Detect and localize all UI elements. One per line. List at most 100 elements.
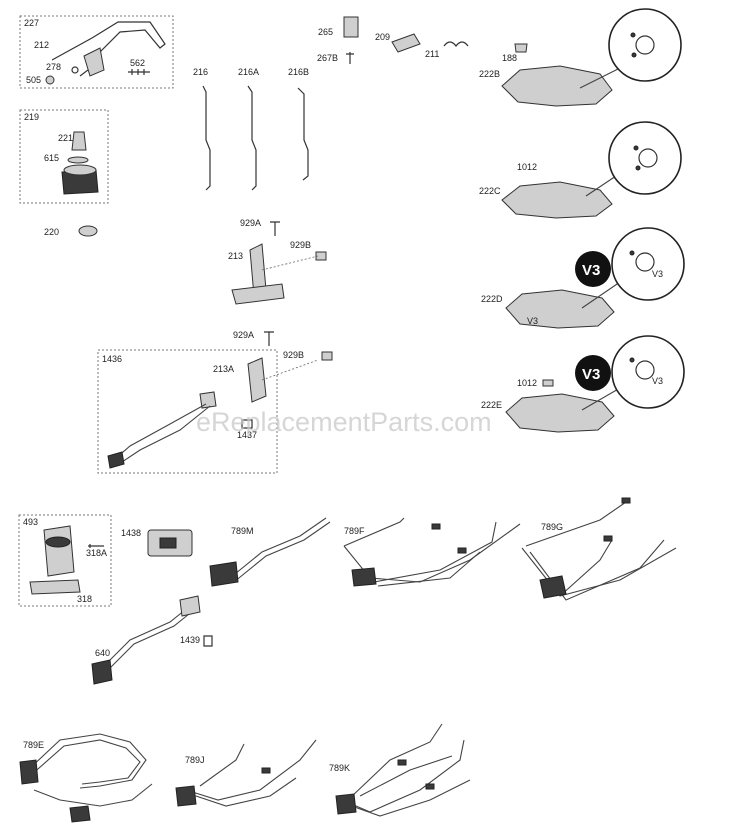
label-789m: 789M	[231, 526, 254, 536]
label-216b: 216B	[288, 67, 309, 77]
detail-callout-222c	[608, 121, 682, 195]
label-1437: 1437	[237, 430, 257, 440]
detail-dot-222d	[629, 250, 635, 256]
v3-badge-d-text: V3	[582, 262, 600, 279]
label-219: 219	[24, 112, 39, 122]
terminal-789k-part	[425, 783, 435, 790]
control-plate-222b-part	[501, 65, 613, 107]
detail-boss-222d	[635, 252, 655, 272]
detail-callout-222e	[611, 335, 685, 409]
screw-929a-part	[270, 221, 280, 236]
solenoid-493-part	[43, 525, 75, 577]
nut-505-part	[45, 75, 55, 85]
connector-640-part	[91, 659, 113, 685]
arm-213a-part	[247, 357, 267, 403]
label-505: 505	[26, 75, 41, 85]
label-221: 221	[58, 133, 73, 143]
nut-929b-2-part	[321, 351, 333, 361]
harness-789f-wire	[377, 551, 481, 587]
screw-267b-part	[346, 52, 354, 64]
harness-1436-wire	[121, 405, 211, 463]
link-216a-part	[247, 85, 257, 191]
label-212: 212	[34, 40, 49, 50]
label-318: 318	[77, 594, 92, 604]
label-789g: 789G	[541, 522, 563, 532]
harness-789k-wire	[349, 723, 443, 799]
harness-789f-wire	[373, 521, 497, 583]
harness-1436-wire	[115, 403, 207, 459]
connector-789g-part	[539, 575, 567, 599]
switch-1436-part	[199, 391, 217, 409]
harness-789m-wire	[233, 521, 331, 583]
connector-789e-part	[19, 759, 39, 785]
harness-789k: 789K	[329, 723, 471, 817]
callout-leader-222e	[581, 387, 621, 411]
group-493: 493 318A 318	[18, 514, 112, 607]
label-222b: 222B	[479, 69, 500, 79]
terminal-789f-part	[431, 523, 441, 530]
detail-boss-222e	[635, 360, 655, 380]
switch-640-part	[179, 595, 201, 617]
screw-318a-part	[88, 544, 104, 548]
control-plate-222c-part	[501, 181, 613, 219]
harness-789g-wire	[559, 539, 613, 597]
callout-leader-222c	[585, 175, 617, 197]
v3-small-d1: V3	[527, 316, 538, 326]
terminal-789g-part	[621, 497, 631, 504]
label-216a: 216A	[238, 67, 259, 77]
link-216b-part	[297, 87, 309, 181]
detail-callout-222b	[608, 8, 682, 82]
label-267b: 267B	[317, 53, 338, 63]
harness-640-wire	[103, 605, 191, 667]
watermark: eReplacementParts.com	[196, 407, 492, 437]
clip-1437-part	[241, 419, 253, 429]
harness-789g-wire	[529, 539, 665, 601]
harness-789e-wire	[33, 783, 153, 807]
label-562: 562	[130, 58, 145, 68]
bracket-213: 929A 929B 213	[228, 218, 327, 305]
label-216: 216	[193, 67, 208, 77]
detail-dot-222c	[633, 145, 639, 151]
connector-789e-part	[69, 805, 91, 823]
label-211: 211	[425, 49, 439, 59]
harness-789j-wire	[189, 777, 297, 807]
label-1012b: 1012	[517, 378, 537, 388]
label-789e: 789E	[23, 740, 44, 750]
spring-211-part	[443, 41, 469, 47]
harness-789j: 789J	[175, 739, 317, 807]
label-789k: 789K	[329, 763, 350, 773]
group-227: 227 212 278 505 562	[19, 15, 174, 89]
control-plate-222d-part	[505, 289, 615, 329]
assembly-222e: 1012 222E V3 V3	[481, 335, 685, 433]
parts-1438-789m: 1438 789M	[121, 517, 331, 587]
group-219: 219 221 615	[19, 109, 109, 204]
block-265-part	[343, 16, 359, 38]
label-1436: 1436	[102, 354, 122, 364]
label-493: 493	[23, 517, 38, 527]
leader-1436	[261, 359, 319, 381]
control-plate-222e-part	[505, 393, 615, 433]
connector-789j-part	[175, 785, 197, 807]
label-213: 213	[228, 251, 243, 261]
detail-boss-222c	[638, 148, 658, 168]
connector-1436-part	[107, 451, 125, 469]
socket-top-part	[63, 164, 97, 176]
v3-small-d2: V3	[652, 269, 663, 279]
assembly-222d: 222D V3 V3 V3	[481, 227, 685, 329]
v3-small-e: V3	[652, 376, 663, 386]
terminal-789j-part	[261, 767, 271, 774]
bulb-221-part	[71, 131, 87, 151]
harness-789k-wire	[345, 779, 471, 817]
harness-789j-wire	[199, 743, 245, 787]
lever-bracket-part	[51, 21, 166, 77]
assembly-222b: 222B	[479, 8, 682, 107]
label-265: 265	[318, 27, 333, 37]
harness-789j-wire	[185, 739, 317, 801]
solenoid-cap-part	[45, 536, 71, 548]
harness-640: 640 1439	[91, 595, 213, 685]
terminal-789g-part	[603, 535, 613, 542]
label-222e: 222E	[481, 400, 502, 410]
harness-789e-wire	[29, 739, 141, 785]
callout-leader-222b	[579, 67, 621, 89]
